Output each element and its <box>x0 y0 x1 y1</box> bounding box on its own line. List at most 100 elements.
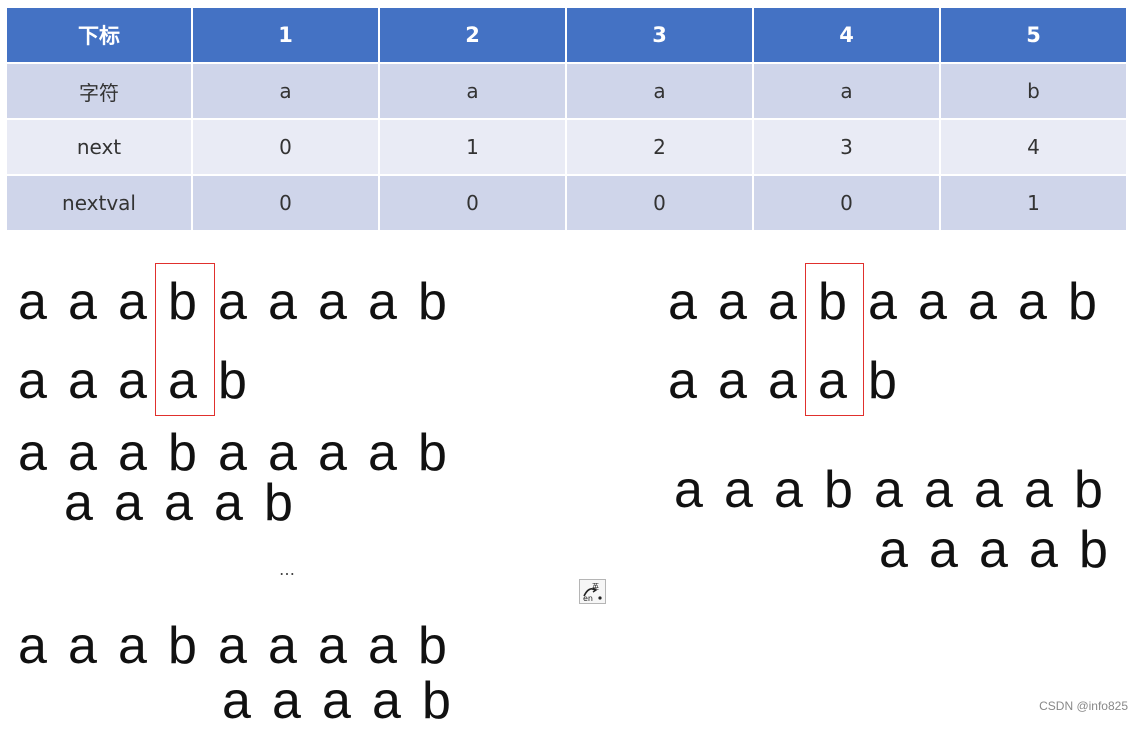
watermark: CSDN @info825 <box>1039 699 1128 713</box>
char: a <box>918 273 947 331</box>
char: a <box>768 273 797 331</box>
table-cell: a <box>378 62 567 120</box>
table-header-cell: 1 <box>191 6 380 64</box>
char: a <box>718 352 747 410</box>
char: a <box>368 424 397 482</box>
table-header-cell: 3 <box>565 6 754 64</box>
table-header-cell: 5 <box>939 6 1128 64</box>
char: a <box>1029 521 1058 579</box>
char: b <box>418 617 447 675</box>
char: a <box>118 273 147 331</box>
table-header-cell: 2 <box>378 6 567 64</box>
char: b <box>168 273 197 331</box>
next-nextval-table: 下标 1 2 3 4 5 字符 a a a a b next 0 1 2 3 4… <box>5 6 1128 232</box>
char: a <box>272 672 301 730</box>
char: a <box>268 617 297 675</box>
char: a <box>114 474 143 532</box>
ime-en-icon-graphic: 英 en <box>583 582 602 603</box>
svg-text:en: en <box>583 594 593 603</box>
char: b <box>818 273 847 331</box>
char: a <box>768 352 797 410</box>
svg-text:英: 英 <box>592 582 599 591</box>
table-row-next: next 0 1 2 3 4 <box>5 118 1128 176</box>
char: a <box>1018 273 1047 331</box>
table-cell: 0 <box>191 174 380 232</box>
char: a <box>18 424 47 482</box>
char: a <box>724 461 753 519</box>
table-cell: 2 <box>565 118 754 176</box>
char: a <box>668 273 697 331</box>
char: a <box>372 672 401 730</box>
char: a <box>18 617 47 675</box>
char: b <box>218 352 247 410</box>
char: a <box>214 474 243 532</box>
char: b <box>1074 461 1103 519</box>
char: a <box>322 672 351 730</box>
ime-en-icon[interactable]: 英 en <box>579 579 606 604</box>
char: a <box>118 352 147 410</box>
char: b <box>168 617 197 675</box>
char: b <box>168 424 197 482</box>
table-cell: nextval <box>5 174 193 232</box>
char: a <box>968 273 997 331</box>
char: a <box>818 352 847 410</box>
table-cell: 0 <box>752 174 941 232</box>
ellipsis: … <box>279 560 296 579</box>
table-header-row: 下标 1 2 3 4 5 <box>5 6 1128 64</box>
table-cell: 3 <box>752 118 941 176</box>
table-row-nextval: nextval 0 0 0 0 1 <box>5 174 1128 232</box>
char: a <box>368 273 397 331</box>
char: a <box>318 273 347 331</box>
table-cell: 字符 <box>5 62 193 120</box>
table-cell: a <box>565 62 754 120</box>
char: a <box>674 461 703 519</box>
table-cell: 1 <box>939 174 1128 232</box>
table-header-cell: 下标 <box>5 6 193 64</box>
char: b <box>264 474 293 532</box>
table-cell: 0 <box>565 174 754 232</box>
char: a <box>18 273 47 331</box>
char: a <box>118 617 147 675</box>
char: a <box>118 424 147 482</box>
table-header-cell: 4 <box>752 6 941 64</box>
char: a <box>1024 461 1053 519</box>
char: a <box>268 424 297 482</box>
char: a <box>68 424 97 482</box>
char: a <box>222 672 251 730</box>
table-cell: 4 <box>939 118 1128 176</box>
char: a <box>879 521 908 579</box>
table-cell: 1 <box>378 118 567 176</box>
char: b <box>1068 273 1097 331</box>
char: b <box>824 461 853 519</box>
char: a <box>218 617 247 675</box>
char: a <box>168 352 197 410</box>
char: a <box>164 474 193 532</box>
char: a <box>718 273 747 331</box>
table-row-chars: 字符 a a a a b <box>5 62 1128 120</box>
char: a <box>18 352 47 410</box>
char: a <box>218 273 247 331</box>
table-cell: a <box>752 62 941 120</box>
char: b <box>422 672 451 730</box>
table-cell: 0 <box>191 118 380 176</box>
char: a <box>868 273 897 331</box>
char: a <box>64 474 93 532</box>
char: a <box>368 617 397 675</box>
table-cell: next <box>5 118 193 176</box>
mismatch-highlight-box <box>805 263 864 416</box>
char: a <box>874 461 903 519</box>
char: b <box>868 352 897 410</box>
char: a <box>68 273 97 331</box>
char: a <box>924 461 953 519</box>
table-cell: b <box>939 62 1128 120</box>
table-cell: a <box>191 62 380 120</box>
